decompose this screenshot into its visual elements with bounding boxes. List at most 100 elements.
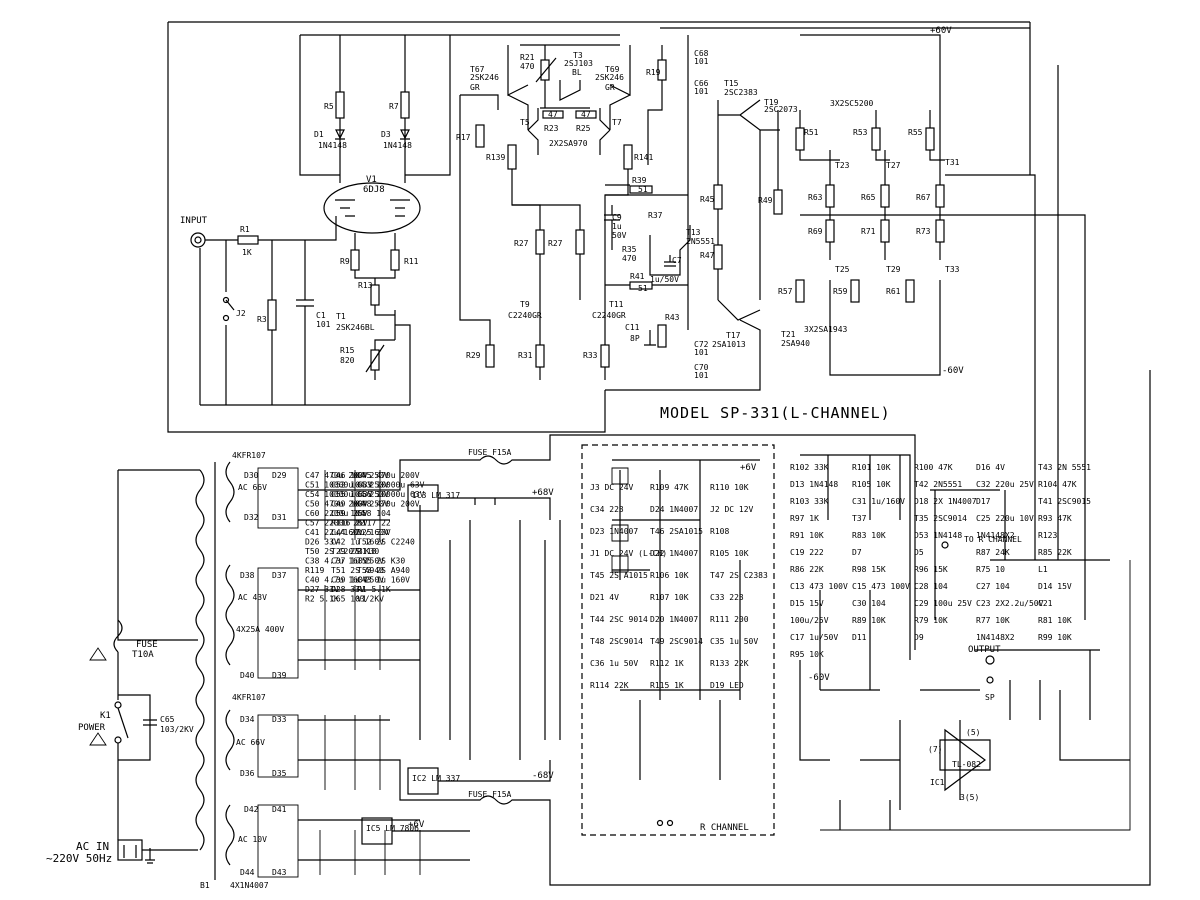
bridge-1-d0: D30 <box>244 471 259 480</box>
svg-text:47: 47 <box>581 110 591 119</box>
output-labels-item-45: 100u/25V <box>790 616 829 625</box>
svg-text:T7: T7 <box>612 118 622 127</box>
svg-text:R1: R1 <box>240 225 250 234</box>
svg-text:R51: R51 <box>804 128 819 137</box>
protect-labels-item-24: C36 1u 50V <box>590 659 638 668</box>
output-sp: SP <box>985 693 995 702</box>
svg-text:T5: T5 <box>520 118 530 127</box>
ic3-label: IC3 LM 317 <box>412 491 460 500</box>
svg-text:R73: R73 <box>916 227 931 236</box>
svg-text:2SA1013: 2SA1013 <box>712 340 746 349</box>
svg-text:R23: R23 <box>544 124 559 133</box>
output-labels-item-21: R83 10K <box>852 531 886 540</box>
output-labels-item-7: T42 2N5551 <box>914 480 962 489</box>
svg-text:R17: R17 <box>456 133 471 142</box>
transformer-ref: B1 <box>200 881 210 890</box>
svg-text:R139: R139 <box>486 153 505 162</box>
output-labels-item-30: R86 22K <box>790 565 824 574</box>
psu-labels-item-2: C45 470u 200V <box>357 471 420 480</box>
output-labels-item-18: C25 220u 10V <box>976 514 1034 523</box>
output-labels-item-55: R95 10K <box>790 650 824 659</box>
output-labels-item-6: R105 10K <box>852 480 891 489</box>
psu-labels-item-15: C57 2200u 25V <box>305 519 368 528</box>
svg-text:R13: R13 <box>358 281 373 290</box>
input-jack: INPUT <box>180 216 208 248</box>
svg-text:R25: R25 <box>576 124 591 133</box>
svg-text:47: 47 <box>548 110 558 119</box>
rail-plus68: +68V <box>532 488 554 498</box>
psu-labels-item-18: C41 22u/160V <box>305 528 363 537</box>
svg-text:3X2SA1943: 3X2SA1943 <box>804 325 848 334</box>
protect-labels-item-11: R105 10K <box>710 549 749 558</box>
output-labels-item-19: R93 47K <box>1038 514 1072 523</box>
svg-text:T31: T31 <box>945 158 960 167</box>
output-labels-item-28: R87 24K <box>976 548 1010 557</box>
ic1-type: TL-082 <box>952 760 981 769</box>
input-label: INPUT <box>180 216 208 226</box>
ac-in-voltage: ~220V 50Hz <box>46 852 112 865</box>
output-labels-item-41: C30 104 <box>852 599 886 608</box>
svg-text:R3: R3 <box>257 315 267 324</box>
output-labels-item-32: R96 15K <box>914 565 948 574</box>
ac-in-label: AC IN <box>76 840 109 853</box>
bridge-2-head: 4X25A 400V <box>236 625 284 634</box>
rail-fuse-top: FUSE F15A <box>468 434 916 650</box>
output-labels-item-23: 1N4148X2 <box>976 531 1015 540</box>
svg-text:R11: R11 <box>404 257 419 266</box>
svg-text:101: 101 <box>694 87 709 96</box>
psu-labels-item-1: C46 104 250V <box>331 471 389 480</box>
svg-text:R59: R59 <box>833 287 848 296</box>
rail-minus60: -60V <box>808 673 830 683</box>
protect-labels-item-22: T49 2SC9014 <box>650 637 703 646</box>
psu-labels-item-13: C59 104 <box>331 509 365 518</box>
output-terminal: OUTPUT SP <box>968 645 1001 702</box>
psu-labels-item-32: T53 2S A940 <box>357 566 410 575</box>
bridge-3-d3: D35 <box>272 769 287 778</box>
protect-labels-item-17: C33 223 <box>710 593 744 602</box>
psu-labels-item-29: T55 2S K30 <box>357 557 405 566</box>
output-labels-item-13: D17 <box>976 497 991 506</box>
protect-labels-item-25: R112 1K <box>650 659 684 668</box>
svg-text:470: 470 <box>622 254 637 263</box>
output-labels-item-38: C27 104 <box>976 582 1010 591</box>
protect-labels-item-2: R110 10K <box>710 483 749 492</box>
rail-pos: +60V <box>930 26 952 36</box>
svg-text:C7: C7 <box>672 256 682 265</box>
output-labels-item-12: D18 2X 1N4007 <box>914 497 977 506</box>
protect-labels-item-5: J2 DC 12V <box>710 505 754 514</box>
ic2-label: IC2 LM 337 <box>412 774 460 783</box>
protect-labels-item-3: C34 223 <box>590 505 624 514</box>
svg-text:T13: T13 <box>686 228 701 237</box>
bridge-4-d3: D43 <box>272 868 287 877</box>
jack-ref: J2 <box>236 309 246 318</box>
bridge-4-ac: AC 10V <box>238 835 267 844</box>
protect-labels-item-20: R111 200 <box>710 615 749 624</box>
svg-text:T69: T69 <box>605 65 620 74</box>
output-labels-item-11: C31 1u/160V <box>852 497 905 506</box>
svg-text:R43: R43 <box>665 313 680 322</box>
protect-labels-item-13: R106 10K <box>650 571 689 580</box>
svg-text:2SK246: 2SK246 <box>595 73 624 82</box>
svg-text:R65: R65 <box>861 193 876 202</box>
svg-text:T27: T27 <box>886 161 901 170</box>
svg-text:T17: T17 <box>726 331 741 340</box>
psu-labels-item-20: D25 33V <box>357 528 391 537</box>
vacuum-tube-v1: V1 6DJ8 <box>323 175 421 234</box>
protect-labels-item-6: D23 1N4007 <box>590 527 638 536</box>
psu-labels-item-35: C43 1u 160V <box>357 576 410 585</box>
svg-text:2SK246: 2SK246 <box>470 73 499 82</box>
psu-labels-item-25: T29 2S K30 <box>331 547 379 556</box>
svg-text:R5: R5 <box>324 102 334 111</box>
output-labels-item-31: R98 15K <box>852 565 886 574</box>
bridge-1-head: 4KFR107 <box>232 451 266 460</box>
svg-text:R31: R31 <box>518 351 533 360</box>
psu-labels-item-39: R2 5.1K <box>305 595 339 604</box>
bridge-2-d3: D39 <box>272 671 287 680</box>
bridge-1-d1: D29 <box>272 471 287 480</box>
output-labels-item-25: C19 222 <box>790 548 824 557</box>
svg-text:103/2KV: 103/2KV <box>160 725 194 734</box>
bridge-2-ac: AC 43V <box>238 593 267 602</box>
psu-labels-item-11: C48 470u 200V <box>357 500 420 509</box>
psu-labels-item-31: T51 2S A940 <box>331 566 384 575</box>
